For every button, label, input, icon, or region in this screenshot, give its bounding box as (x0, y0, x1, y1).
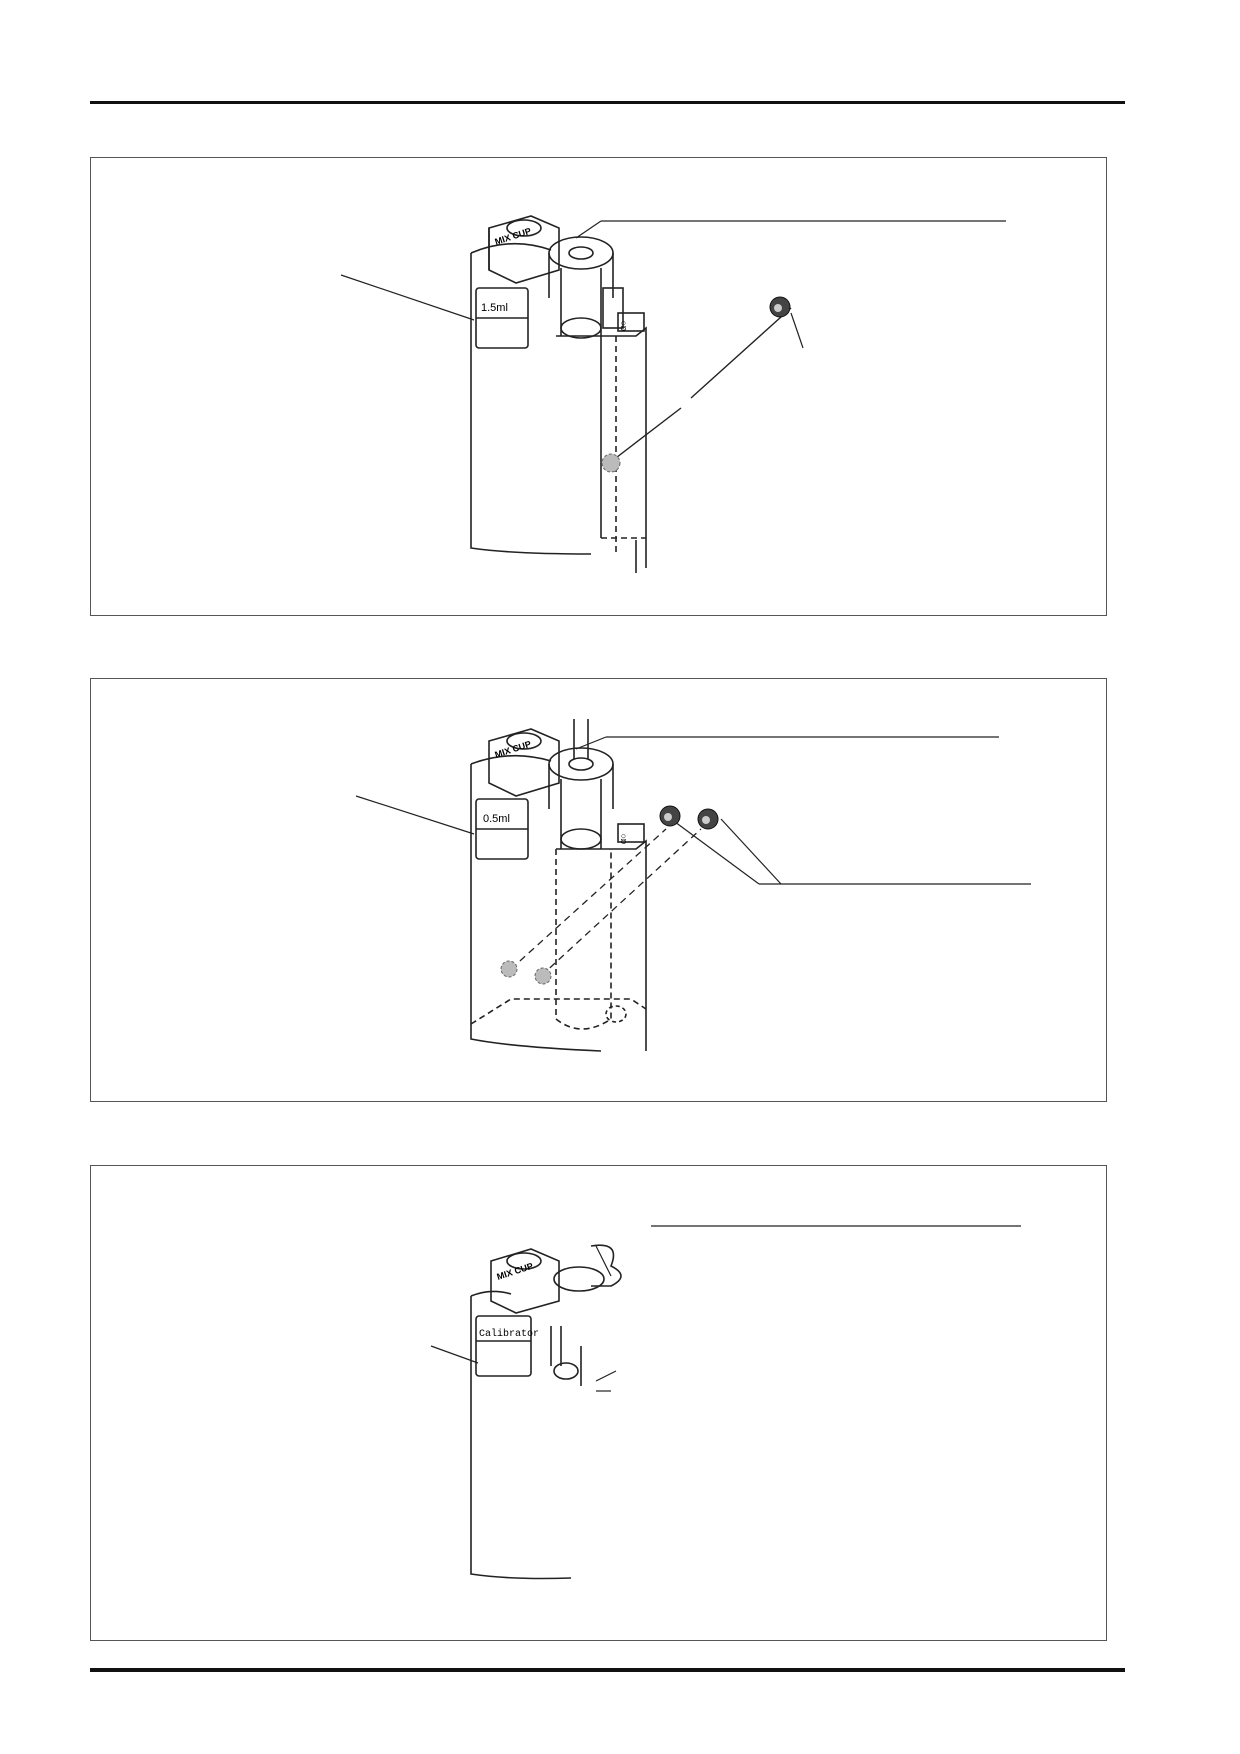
mix-cup (488, 728, 560, 797)
figure-panel-1: MIX CUP 1.5ml α○ (90, 157, 1107, 616)
cartridge-outline (470, 253, 592, 555)
figure-panel-2: MIX CUP 0.5ml α○ (90, 678, 1107, 1102)
footer-rule (90, 1668, 1125, 1672)
ball-seat-icon-right (534, 967, 552, 985)
vial-label: 1.5ml (481, 302, 508, 314)
vial-label: Calibrator (479, 1328, 539, 1340)
header-rule (90, 101, 1125, 104)
side-mark: α○ (618, 833, 628, 844)
vial-label: 0.5ml (483, 813, 510, 825)
figure-panel-3: MIX CUP Calibrator (90, 1165, 1107, 1641)
mix-cup-label: MIX CUP (496, 1261, 535, 1282)
cartridge-diagram-3: MIX CUP Calibrator (430, 1225, 1021, 1580)
mix-cup (490, 1248, 560, 1314)
vial-label-box (475, 1315, 532, 1377)
ball-seat-icon (601, 453, 621, 473)
cartridge-diagram-1: MIX CUP 1.5ml α○ (340, 215, 1006, 573)
ball-seat-icon-left (500, 960, 518, 978)
side-mark: α○ (618, 320, 628, 331)
cartridge-diagram-2: MIX CUP 0.5ml α○ (355, 719, 1031, 1052)
